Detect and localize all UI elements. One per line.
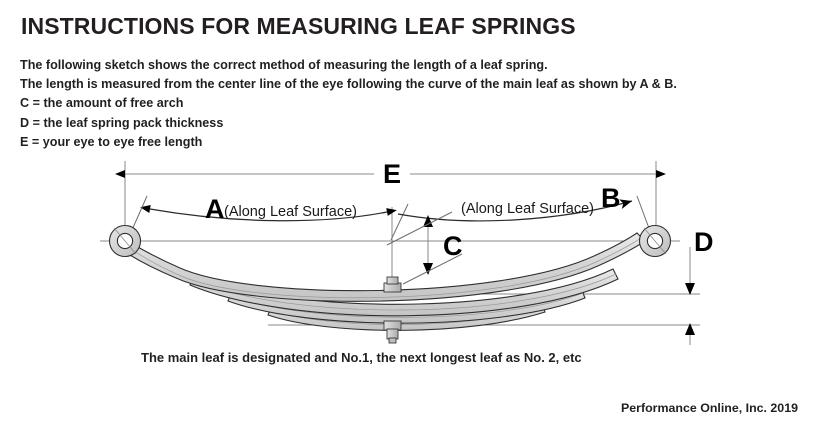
center-bolt-nut (383, 320, 402, 344)
dimension-label-a: A (205, 194, 225, 224)
dimension-d: D (685, 227, 714, 345)
along-leaf-surface-left-label: (Along Leaf Surface) (224, 204, 357, 220)
along-leaf-surface-right-label: (Along Leaf Surface) (461, 201, 594, 217)
center-bolt (383, 276, 402, 293)
intro-line-3: C = the amount of free arch (20, 96, 184, 111)
intro-line-4: D = the leaf spring pack thickness (20, 115, 224, 130)
right-spring-eye (638, 224, 672, 258)
dimension-b: B (Along Leaf Surface) (397, 183, 654, 240)
dimension-label-e: E (383, 159, 401, 189)
intro-line-5: E = your eye to eye free length (20, 134, 203, 149)
leaf-spring-diagram: E A (Along Leaf Surface) B (Along Leaf S… (0, 155, 820, 345)
intro-text-block: The following sketch shows the correct m… (20, 56, 677, 152)
left-spring-eye (108, 224, 142, 258)
dimension-label-c: C (443, 231, 463, 261)
intro-line-1: The following sketch shows the correct m… (20, 58, 548, 72)
dimension-label-b: B (601, 183, 621, 213)
caption-main-leaf: The main leaf is designated and No.1, th… (141, 350, 582, 365)
leaf-spring-pack (108, 224, 672, 344)
dimension-e: E (115, 159, 666, 189)
dimension-c: C (386, 211, 463, 285)
footer-credit: Performance Online, Inc. 2019 (621, 401, 798, 415)
dimension-a: A (Along Leaf Surface) (127, 194, 409, 241)
intro-line-2: The length is measured from the center l… (20, 77, 677, 92)
page-title: INSTRUCTIONS FOR MEASURING LEAF SPRINGS (21, 13, 576, 39)
dimension-label-d: D (694, 227, 714, 257)
